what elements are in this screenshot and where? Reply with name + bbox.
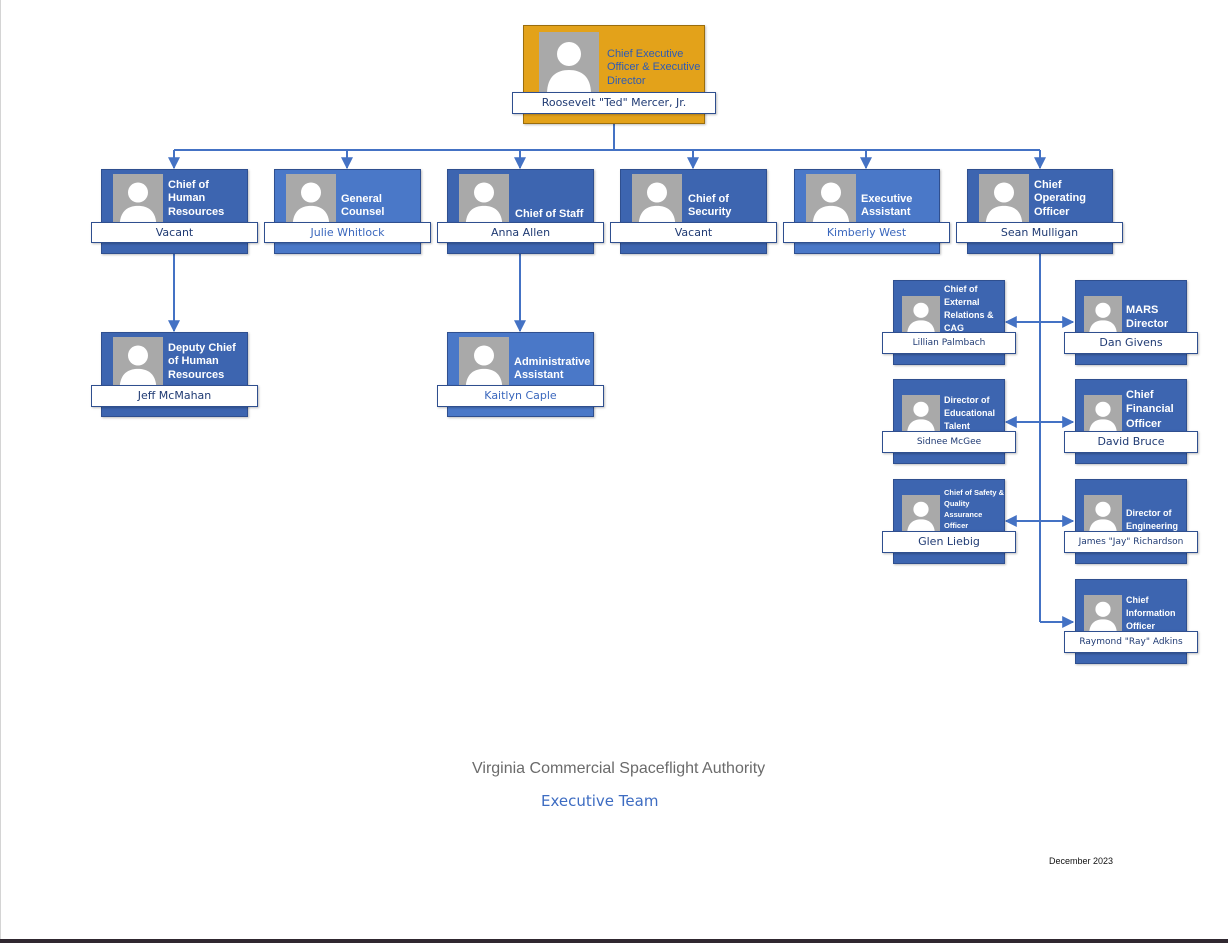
deputy-chief-hr-role: Deputy Chief of Human Resources <box>168 342 236 381</box>
administrative-assistant-role: Administrative Assistant <box>514 356 591 382</box>
organization-title: Virginia Commercial Spaceflight Authorit… <box>472 760 766 777</box>
general-counsel-name: Julie Whitlock <box>264 222 431 243</box>
cio-role: Chief Information Officer <box>1126 595 1176 632</box>
card-administrative-assistant: Administrative Assistant <box>447 332 594 417</box>
cio-name: Raymond "Ray" Adkins <box>1064 631 1198 653</box>
person-placeholder-icon <box>632 174 682 226</box>
coo-role: Chief Operating Officer <box>1034 179 1086 218</box>
coo-name: Sean Mulligan <box>956 222 1123 243</box>
person-placeholder-icon <box>1084 595 1122 635</box>
mars-director-name: Dan Givens <box>1064 332 1198 354</box>
person-placeholder-icon <box>113 337 163 389</box>
person-placeholder-icon <box>459 337 509 389</box>
deputy-chief-hr-name: Jeff McMahan <box>91 385 258 407</box>
safety-quality-role: Chief of Safety & Quality Assurance Offi… <box>944 488 1005 530</box>
chief-of-security-name: Vacant <box>610 222 777 243</box>
chief-of-security-role: Chief of Security <box>688 193 732 219</box>
safety-quality-name: Glen Liebig <box>882 531 1016 553</box>
educational-talent-role: Director of Educational Talent <box>944 395 996 432</box>
ceo-role: Chief Executive Officer & Executive Dire… <box>607 48 701 87</box>
cfo-role: Chief Financial Officer <box>1126 389 1174 430</box>
person-placeholder-icon <box>1084 395 1122 435</box>
executive-assistant-name: Kimberly West <box>783 222 950 243</box>
cfo-name: David Bruce <box>1064 431 1198 453</box>
external-relations-name: Lillian Palmbach <box>882 332 1016 354</box>
administrative-assistant-name: Kaitlyn Caple <box>437 385 604 407</box>
person-placeholder-icon <box>113 174 163 226</box>
team-title: Executive Team <box>541 792 659 810</box>
educational-talent-name: Sidnee McGee <box>882 431 1016 453</box>
external-relations-role: Chief of External Relations & CAG <box>944 284 994 334</box>
general-counsel-role: General Counsel <box>341 193 385 219</box>
ceo-name: Roosevelt "Ted" Mercer, Jr. <box>512 92 716 114</box>
chief-hr-name: Vacant <box>91 222 258 243</box>
chief-hr-role: Chief of Human Resources <box>168 179 225 218</box>
director-engineering-role: Director of Engineering <box>1126 508 1179 532</box>
person-placeholder-icon <box>902 296 940 336</box>
director-engineering-name: James "Jay" Richardson <box>1064 531 1198 553</box>
page-left-edge <box>0 0 1 943</box>
person-placeholder-icon <box>1084 296 1122 336</box>
person-placeholder-icon <box>459 174 509 226</box>
person-placeholder-icon <box>902 495 940 535</box>
executive-assistant-role: Executive Assistant <box>861 193 913 219</box>
date-label: December 2023 <box>1049 856 1114 866</box>
mars-director-role: MARS Director <box>1126 304 1169 331</box>
chief-of-staff-name: Anna Allen <box>437 222 604 243</box>
person-placeholder-icon <box>286 174 336 226</box>
page-bottom-edge <box>0 939 1228 943</box>
person-placeholder-icon <box>902 395 940 435</box>
person-placeholder-icon <box>979 174 1029 226</box>
person-placeholder-icon <box>1084 495 1122 535</box>
chief-of-staff-role: Chief of Staff <box>515 208 584 220</box>
person-placeholder-icon <box>539 32 599 94</box>
person-placeholder-icon <box>806 174 856 226</box>
